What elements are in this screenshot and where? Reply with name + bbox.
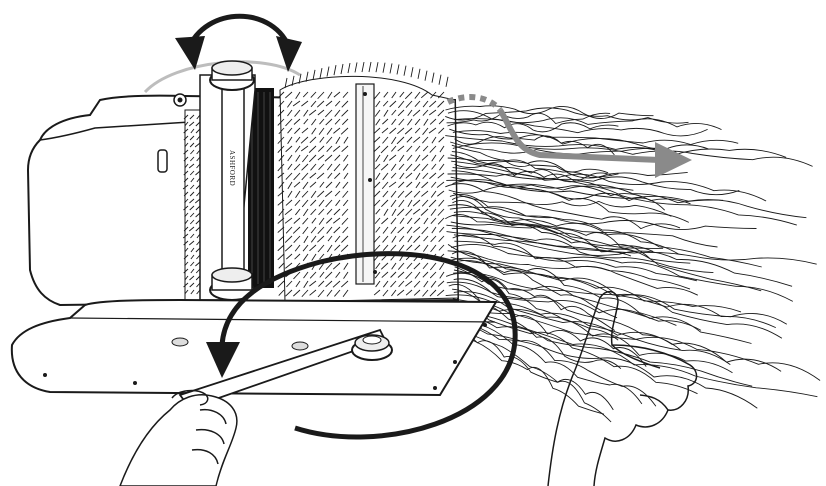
fiber-flow-arrow-icon [446,94,692,178]
carder-upper-frame-lip [39,121,191,141]
right-hand [547,290,698,486]
top-tension-knob [209,60,255,91]
base-hole [291,341,309,351]
brand-label: ASHFORD [228,150,236,186]
frame-peg [157,149,168,173]
upright-post: ASHFORD [199,74,256,301]
crank-handle [178,328,393,410]
left-hand [119,389,238,486]
bottom-tension-knob [209,267,255,301]
carder-base-board [10,298,498,397]
drum-seam-bar [355,83,375,285]
base-hole [171,337,189,347]
main-carding-drum [277,61,459,303]
rotation-arrow-icon [206,251,518,440]
flip-arrow-icon [175,13,302,72]
